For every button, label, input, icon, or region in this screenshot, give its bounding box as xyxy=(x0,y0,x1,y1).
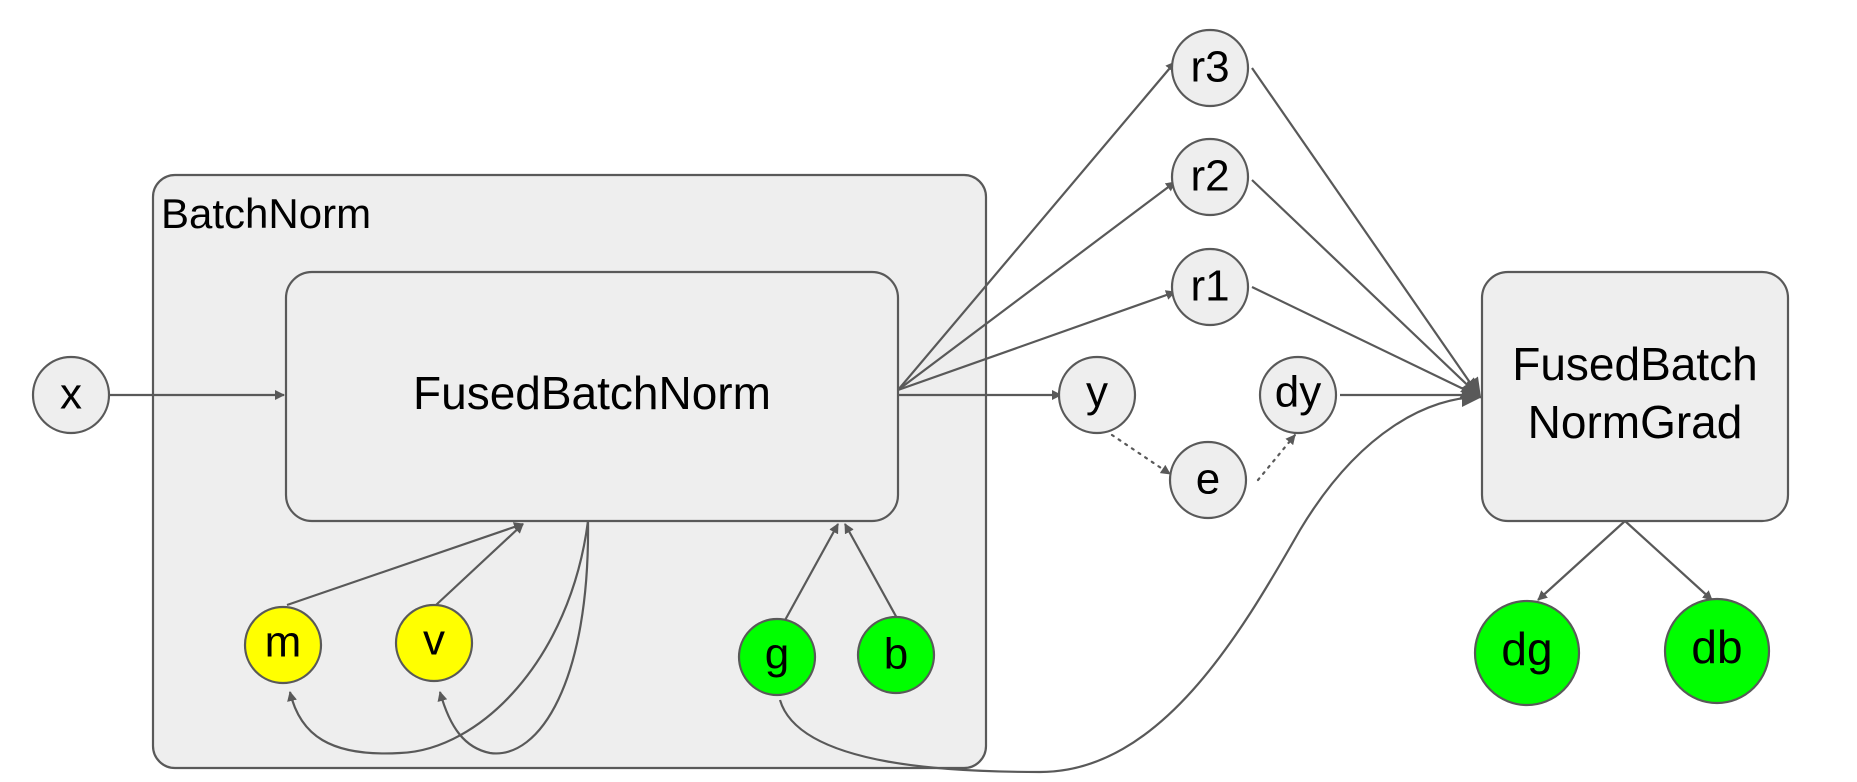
node-y-label: y xyxy=(1086,368,1108,417)
edge-r2-to-fused-batch-norm-grad xyxy=(1251,179,1482,399)
edge-r3-to-fused-batch-norm-grad xyxy=(1251,67,1482,399)
edge-e-to-dy xyxy=(1256,433,1297,482)
node-y: y xyxy=(1057,355,1137,435)
node-m: m xyxy=(243,605,323,685)
fused-batch-norm-grad-op: FusedBatch NormGrad xyxy=(1480,270,1790,523)
node-db: db xyxy=(1663,597,1771,705)
node-x-label: x xyxy=(60,370,82,419)
node-r3-label: r3 xyxy=(1190,43,1229,92)
node-m-label: m xyxy=(265,618,302,667)
fused-batch-norm-op: FusedBatchNorm xyxy=(284,270,900,523)
node-g-label: g xyxy=(765,630,789,679)
edge-fused-batch-norm-grad-to-dg xyxy=(1537,520,1626,601)
edge-fused-batch-norm-to-m xyxy=(287,520,590,755)
fused-batch-norm-label: FusedBatchNorm xyxy=(413,367,771,419)
edge-fused-batch-norm-to-v xyxy=(437,520,590,755)
node-v-label: v xyxy=(423,616,445,665)
node-r3-circle xyxy=(1170,28,1250,108)
node-b-circle xyxy=(856,615,936,695)
node-b-label: b xyxy=(884,630,908,679)
fused-batch-norm-grad-label-line1: FusedBatch xyxy=(1512,338,1757,390)
node-dy-label: dy xyxy=(1275,368,1321,417)
batchnorm-group-label: BatchNorm xyxy=(161,190,371,237)
edge-m-to-fused-batch-norm xyxy=(286,522,524,607)
fused-batch-norm-grad-box xyxy=(1480,270,1790,523)
node-db-circle xyxy=(1663,597,1771,705)
node-e-label: e xyxy=(1196,455,1220,504)
edge-fused-batch-norm-to-r1 xyxy=(897,290,1176,392)
node-g: g xyxy=(737,617,817,697)
node-b: b xyxy=(856,615,936,695)
node-dy-circle xyxy=(1258,355,1338,435)
node-e: e xyxy=(1168,440,1248,520)
node-x: x xyxy=(31,355,111,435)
node-dg-label: dg xyxy=(1501,623,1552,675)
node-r2-circle xyxy=(1170,137,1250,217)
node-dg-circle xyxy=(1473,599,1581,707)
nodes: x m v g b y e dy xyxy=(31,28,1771,707)
edge-g-to-fused-batch-norm xyxy=(783,523,839,623)
node-y-circle xyxy=(1057,355,1137,435)
node-v: v xyxy=(394,603,474,683)
node-db-label: db xyxy=(1691,621,1742,673)
node-r2-label: r2 xyxy=(1190,152,1229,201)
edge-r1-to-fused-batch-norm-grad xyxy=(1251,286,1482,399)
node-m-circle xyxy=(243,605,323,685)
node-r1: r1 xyxy=(1170,247,1250,327)
node-x-circle xyxy=(31,355,111,435)
node-r1-circle xyxy=(1170,247,1250,327)
node-dg: dg xyxy=(1473,599,1581,707)
edge-fused-batch-norm-to-r3 xyxy=(897,61,1176,391)
fused-batch-norm-grad-label-line2: NormGrad xyxy=(1528,396,1743,448)
edge-y-to-e xyxy=(1110,433,1172,476)
node-r1-label: r1 xyxy=(1190,262,1229,311)
edge-fused-batch-norm-grad-to-db xyxy=(1624,520,1713,601)
fused-batch-norm-box xyxy=(284,270,900,523)
edge-b-to-fused-batch-norm xyxy=(844,523,899,621)
node-r2: r2 xyxy=(1170,137,1250,217)
node-v-circle xyxy=(394,603,474,683)
edges xyxy=(110,61,1713,774)
node-g-circle xyxy=(737,617,817,697)
node-dy: dy xyxy=(1258,355,1338,435)
edge-v-to-fused-batch-norm xyxy=(435,523,524,606)
node-r3: r3 xyxy=(1170,28,1250,108)
edge-fused-batch-norm-to-r2 xyxy=(897,181,1176,391)
edge-g-to-fused-batch-norm-grad xyxy=(778,387,1482,774)
node-e-circle xyxy=(1168,440,1248,520)
